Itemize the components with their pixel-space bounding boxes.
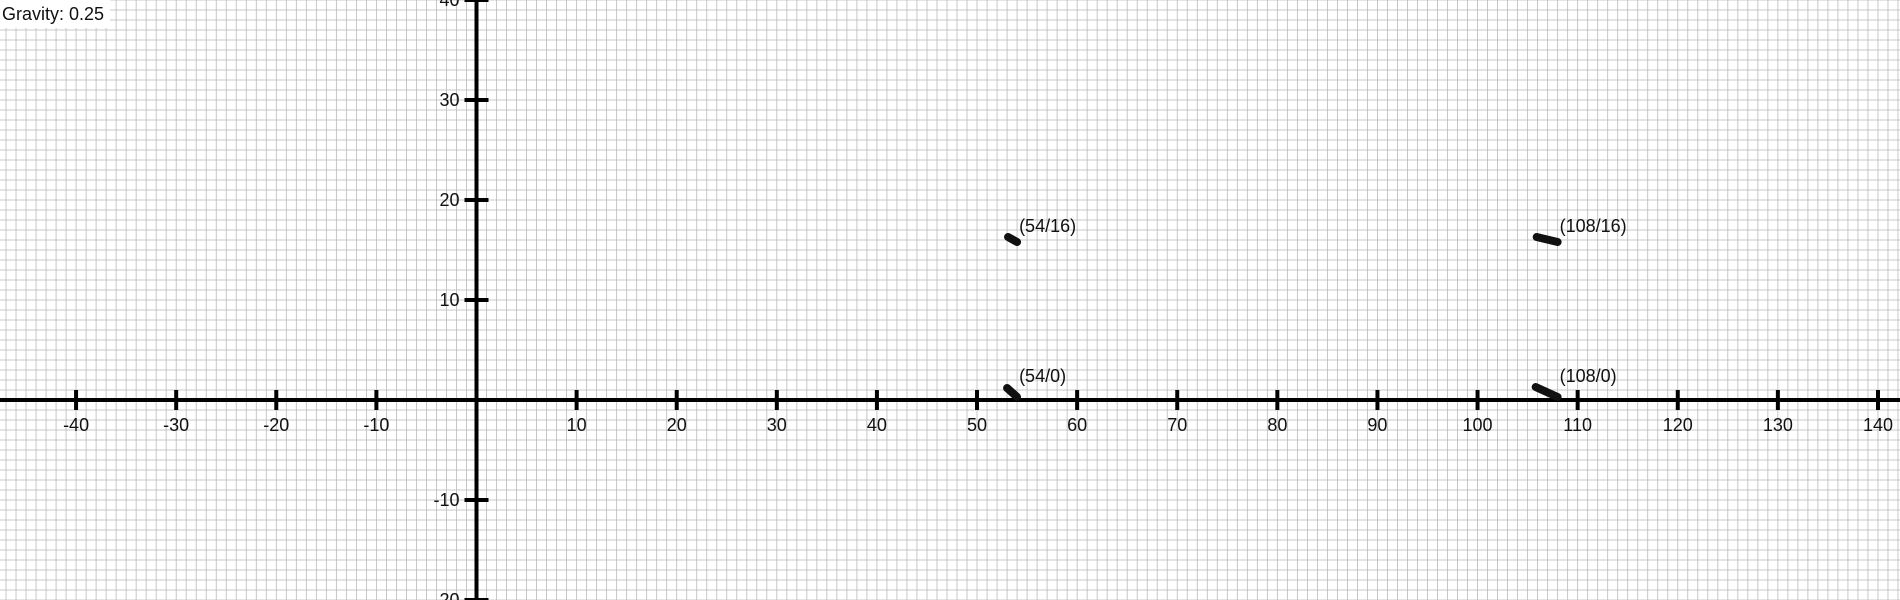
- point-marker[interactable]: (108/16): [1532, 216, 1627, 246]
- x-tick-label: 120: [1663, 415, 1693, 435]
- x-tick-label: 110: [1563, 415, 1592, 435]
- point-marker[interactable]: (54/0): [1003, 366, 1066, 401]
- x-tick-label: 10: [567, 415, 587, 435]
- point-segment: [1532, 233, 1562, 246]
- x-tick-label: -40: [63, 415, 89, 435]
- x-tick-label: -30: [163, 415, 189, 435]
- point-label: (108/0): [1560, 366, 1617, 386]
- x-tick-label: 50: [967, 415, 987, 435]
- y-tick-label: -20: [433, 590, 459, 600]
- tick-labels: -40 -30 -20 -10 10 20 30 40 50 60 70 80 90 100 110 120 1…: [63, 0, 1893, 600]
- x-tick-label: 60: [1067, 415, 1087, 435]
- gravity-readout: Gravity: 0.25: [0, 0, 111, 28]
- y-tick-label: 40: [439, 0, 459, 10]
- x-tick-label: -20: [263, 415, 289, 435]
- y-tick-label: 20: [439, 190, 459, 210]
- plotted-points: (54/16) (108/16) (54/0) (108/0): [1003, 216, 1627, 401]
- point-segment: [1531, 383, 1562, 401]
- point-marker[interactable]: (54/16): [1004, 216, 1076, 246]
- x-tick-label: 100: [1463, 415, 1493, 435]
- x-tick-label: 130: [1763, 415, 1793, 435]
- x-tick-label: 80: [1267, 415, 1287, 435]
- y-tick-label: 30: [439, 90, 459, 110]
- point-segment: [1003, 384, 1022, 401]
- x-tick-label: 140: [1863, 415, 1893, 435]
- y-tick-label: -10: [433, 490, 459, 510]
- x-tick-label: -10: [363, 415, 389, 435]
- point-segment: [1004, 233, 1022, 246]
- x-tick-label: 20: [667, 415, 687, 435]
- x-tick-label: 70: [1167, 415, 1187, 435]
- y-tick-label: 10: [439, 290, 459, 310]
- point-label: (54/16): [1019, 216, 1076, 236]
- point-label: (108/16): [1560, 216, 1627, 236]
- axis-ticks: [74, 0, 1880, 600]
- point-label: (54/0): [1019, 366, 1066, 386]
- x-tick-label: 90: [1367, 415, 1387, 435]
- point-marker[interactable]: (108/0): [1531, 366, 1617, 401]
- x-tick-label: 30: [767, 415, 787, 435]
- x-tick-label: 40: [867, 415, 887, 435]
